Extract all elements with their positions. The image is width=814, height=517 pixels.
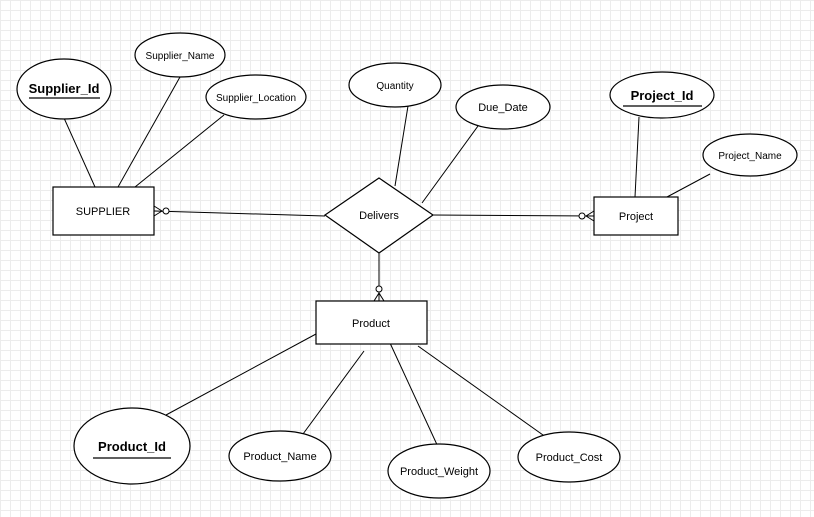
entity-supplier[interactable]: SUPPLIER xyxy=(52,186,155,236)
attribute-product-cost[interactable]: Product_Cost xyxy=(517,431,621,483)
product-name-connector xyxy=(302,350,365,435)
entity-product[interactable]: Product xyxy=(315,300,428,345)
attribute-project-id[interactable]: Project_Id xyxy=(609,71,715,119)
product-weight-connector xyxy=(389,342,440,450)
supplier-delivers-line xyxy=(153,210,326,217)
attribute-quantity[interactable]: Quantity xyxy=(348,62,442,108)
attribute-product-weight[interactable]: Product_Weight xyxy=(387,443,491,499)
attribute-supplier-location[interactable]: Supplier_Location xyxy=(205,74,307,120)
entity-supplier-label: SUPPLIER xyxy=(76,206,130,218)
attribute-product-id-label: Product_Id xyxy=(98,439,166,454)
attribute-project-name[interactable]: Project_Name xyxy=(702,133,798,177)
product-cost-connector xyxy=(417,345,551,441)
entity-project-label: Project xyxy=(619,211,653,223)
attribute-product-cost-label: Product_Cost xyxy=(536,452,603,464)
due-date-connector xyxy=(421,125,479,204)
attribute-product-id[interactable]: Product_Id xyxy=(73,407,191,485)
attribute-supplier-name-label: Supplier_Name xyxy=(146,51,215,62)
crow-foot-product xyxy=(373,285,385,302)
attribute-project-id-label: Project_Id xyxy=(631,88,694,103)
relationship-delivers-label: Delivers xyxy=(359,210,399,222)
supplier-name-connector xyxy=(117,76,181,188)
attribute-due-date[interactable]: Due_Date xyxy=(455,84,551,130)
attribute-supplier-name[interactable]: Supplier_Name xyxy=(134,32,226,78)
relationship-delivers[interactable]: Delivers xyxy=(323,177,435,254)
connectors xyxy=(63,76,711,450)
attribute-supplier-id[interactable]: Supplier_Id xyxy=(16,58,112,120)
attribute-supplier-id-label: Supplier_Id xyxy=(29,81,100,96)
quantity-connector xyxy=(394,105,409,187)
supplier-id-connector xyxy=(63,117,96,188)
project-name-connector xyxy=(666,173,711,198)
attribute-quantity-label: Quantity xyxy=(376,81,413,92)
project-id-connector xyxy=(634,116,640,198)
crow-foot-project xyxy=(578,210,595,222)
attribute-due-date-label: Due_Date xyxy=(478,102,528,114)
product-id-connector xyxy=(165,333,317,416)
attribute-product-weight-label: Product_Weight xyxy=(400,466,478,478)
crow-foot-supplier xyxy=(153,205,170,217)
attribute-supplier-location-label: Supplier_Location xyxy=(216,93,296,104)
entity-project[interactable]: Project xyxy=(593,196,679,236)
attribute-product-name-label: Product_Name xyxy=(243,451,316,463)
project-delivers-line xyxy=(431,214,595,217)
entity-product-label: Product xyxy=(352,318,390,330)
supplier-location-connector xyxy=(134,114,225,188)
attribute-product-name[interactable]: Product_Name xyxy=(228,430,332,482)
attribute-project-name-label: Project_Name xyxy=(718,151,782,162)
